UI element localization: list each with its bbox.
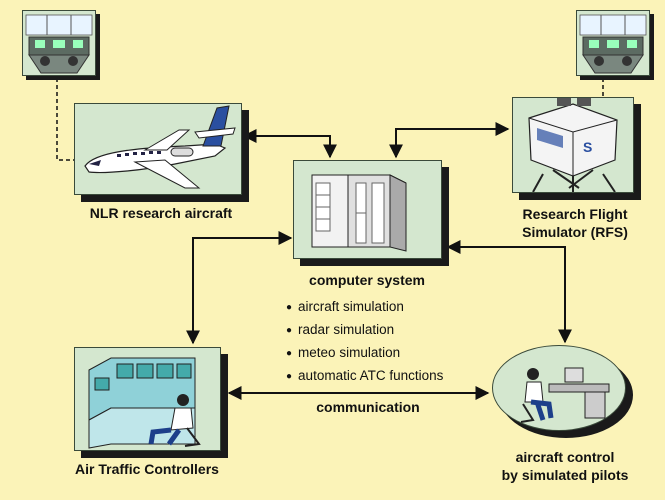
mainframe-computer-icon: [311, 174, 407, 252]
node-pilots-ellipse: [492, 345, 626, 431]
function-item: meteo simulation: [286, 342, 443, 365]
function-item: automatic ATC functions: [286, 365, 443, 388]
business-jet-icon: [84, 105, 236, 189]
node-aircraft-label: NLR research aircraft: [89, 205, 233, 221]
cockpit-thumbnail-right: [576, 10, 650, 76]
rfs-label-line1: Research Flight: [522, 206, 628, 222]
arrow-aircraft-computer: [242, 129, 337, 159]
cockpit-icon: [579, 14, 647, 74]
node-aircraft-box: [74, 103, 242, 195]
cockpit-thumbnail-left: [22, 10, 96, 76]
svg-text:S: S: [583, 139, 592, 155]
pilot-workstation-icon: [520, 367, 610, 423]
arrow-computer-rfs: [389, 122, 510, 159]
node-rfs-label: Research Flight Simulator (RFS): [490, 205, 660, 241]
node-atc-label: Air Traffic Controllers: [75, 461, 219, 477]
node-computer-box: [293, 160, 442, 259]
computer-functions-list: aircraft simulation radar simulation met…: [286, 296, 443, 388]
arrow-computer-atc: [186, 231, 293, 345]
controller-console-icon: [88, 357, 201, 449]
pilots-label-line2: by simulated pilots: [501, 467, 629, 483]
communication-label: communication: [316, 399, 420, 415]
node-computer-label: computer system: [309, 272, 425, 288]
node-atc-box: [74, 347, 221, 451]
function-item: radar simulation: [286, 319, 443, 342]
pilots-label-line1: aircraft control: [515, 449, 615, 465]
cockpit-icon: [25, 14, 93, 74]
arrow-computer-pilots: [446, 240, 572, 344]
rfs-label-line2: Simulator (RFS): [522, 224, 628, 240]
function-item: aircraft simulation: [286, 296, 443, 319]
node-rfs-box: S: [512, 97, 634, 193]
node-pilots-label: aircraft control by simulated pilots: [470, 448, 660, 484]
flight-simulator-icon: S: [528, 98, 618, 193]
